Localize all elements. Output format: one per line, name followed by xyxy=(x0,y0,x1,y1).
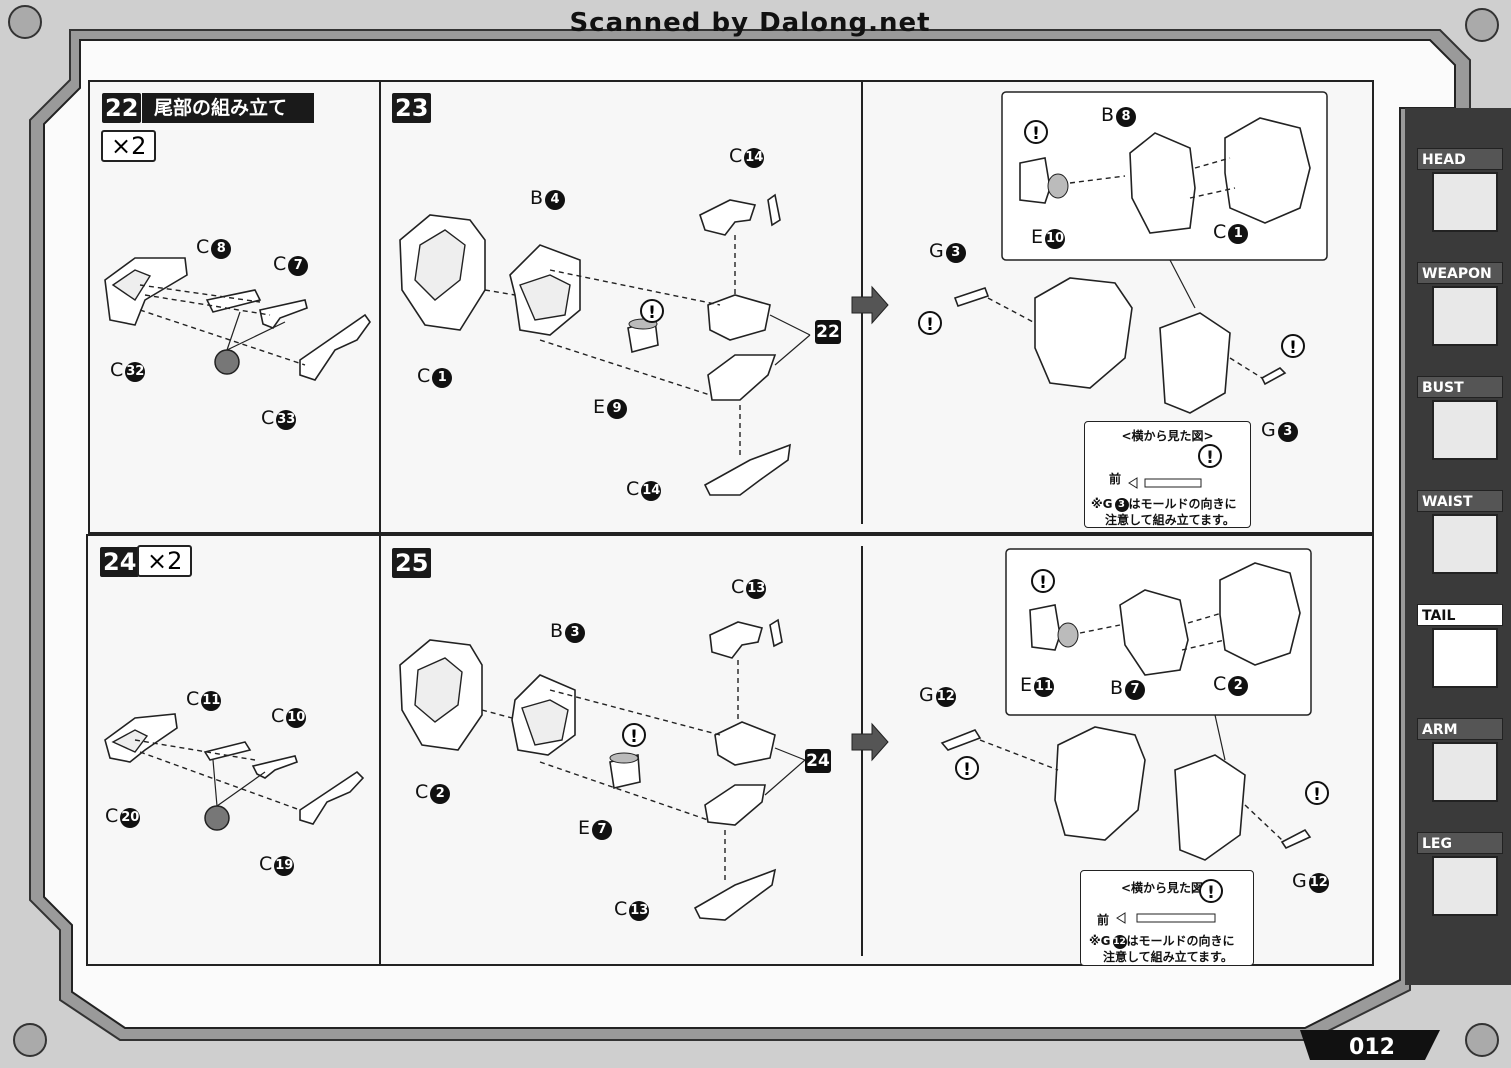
note-front: 前 xyxy=(1097,913,1110,927)
step-25-diagram xyxy=(399,618,806,921)
side-view-chain-icon xyxy=(1116,912,1216,924)
side-view-chain-icon xyxy=(1128,477,1202,489)
arm-icon xyxy=(1432,742,1498,802)
step-25b-diagram xyxy=(940,548,1312,861)
page-number: 012 xyxy=(1349,1035,1395,1060)
note-title: <横から見た図> xyxy=(1120,881,1214,895)
warning-icon: ! xyxy=(640,299,664,323)
waist-icon xyxy=(1432,514,1498,574)
warning-icon: ! xyxy=(622,723,646,747)
step-22-title: 尾部の組み立て xyxy=(142,93,314,123)
tail-icon xyxy=(1432,628,1498,688)
step-24-multiplier: ×2 xyxy=(137,545,193,577)
ref-step-24: 24 xyxy=(805,749,831,773)
warning-icon: ! xyxy=(1199,879,1223,903)
warning-icon: ! xyxy=(955,756,979,780)
step-23-diagram xyxy=(399,193,811,496)
warning-icon: ! xyxy=(1305,781,1329,805)
step-22-multiplier: ×2 xyxy=(101,130,157,162)
leg-icon xyxy=(1432,856,1498,916)
step-23-number: 23 xyxy=(392,93,432,123)
warning-icon: ! xyxy=(1198,444,1222,468)
warning-icon: ! xyxy=(1281,334,1305,358)
step-25-divider xyxy=(861,546,863,956)
warning-icon: ! xyxy=(1024,120,1048,144)
step-24-number: 24 xyxy=(100,547,140,577)
step-24-diagram xyxy=(104,713,365,831)
watermark-text: Scanned by Dalong.net xyxy=(569,8,931,38)
bust-icon xyxy=(1432,400,1498,460)
note-title: <横から見た図> xyxy=(1121,429,1214,443)
step-25-number: 25 xyxy=(392,548,432,578)
warning-icon: ! xyxy=(1031,569,1055,593)
note-line-2: 注意して組み立てます。 xyxy=(1103,950,1233,964)
step-22-number: 22 xyxy=(102,93,142,123)
warning-icon: ! xyxy=(918,311,942,335)
note-line-2: 注意して組み立てます。 xyxy=(1105,513,1235,527)
ref-step-22: 22 xyxy=(815,320,841,344)
step-23b-diagram xyxy=(953,91,1328,414)
weapon-icon xyxy=(1432,286,1498,346)
step-22-diagram xyxy=(104,257,371,381)
note-front: 前 xyxy=(1109,472,1122,486)
next-arrow-icon xyxy=(851,722,889,762)
head-icon xyxy=(1432,172,1498,232)
next-arrow-icon xyxy=(851,285,889,325)
